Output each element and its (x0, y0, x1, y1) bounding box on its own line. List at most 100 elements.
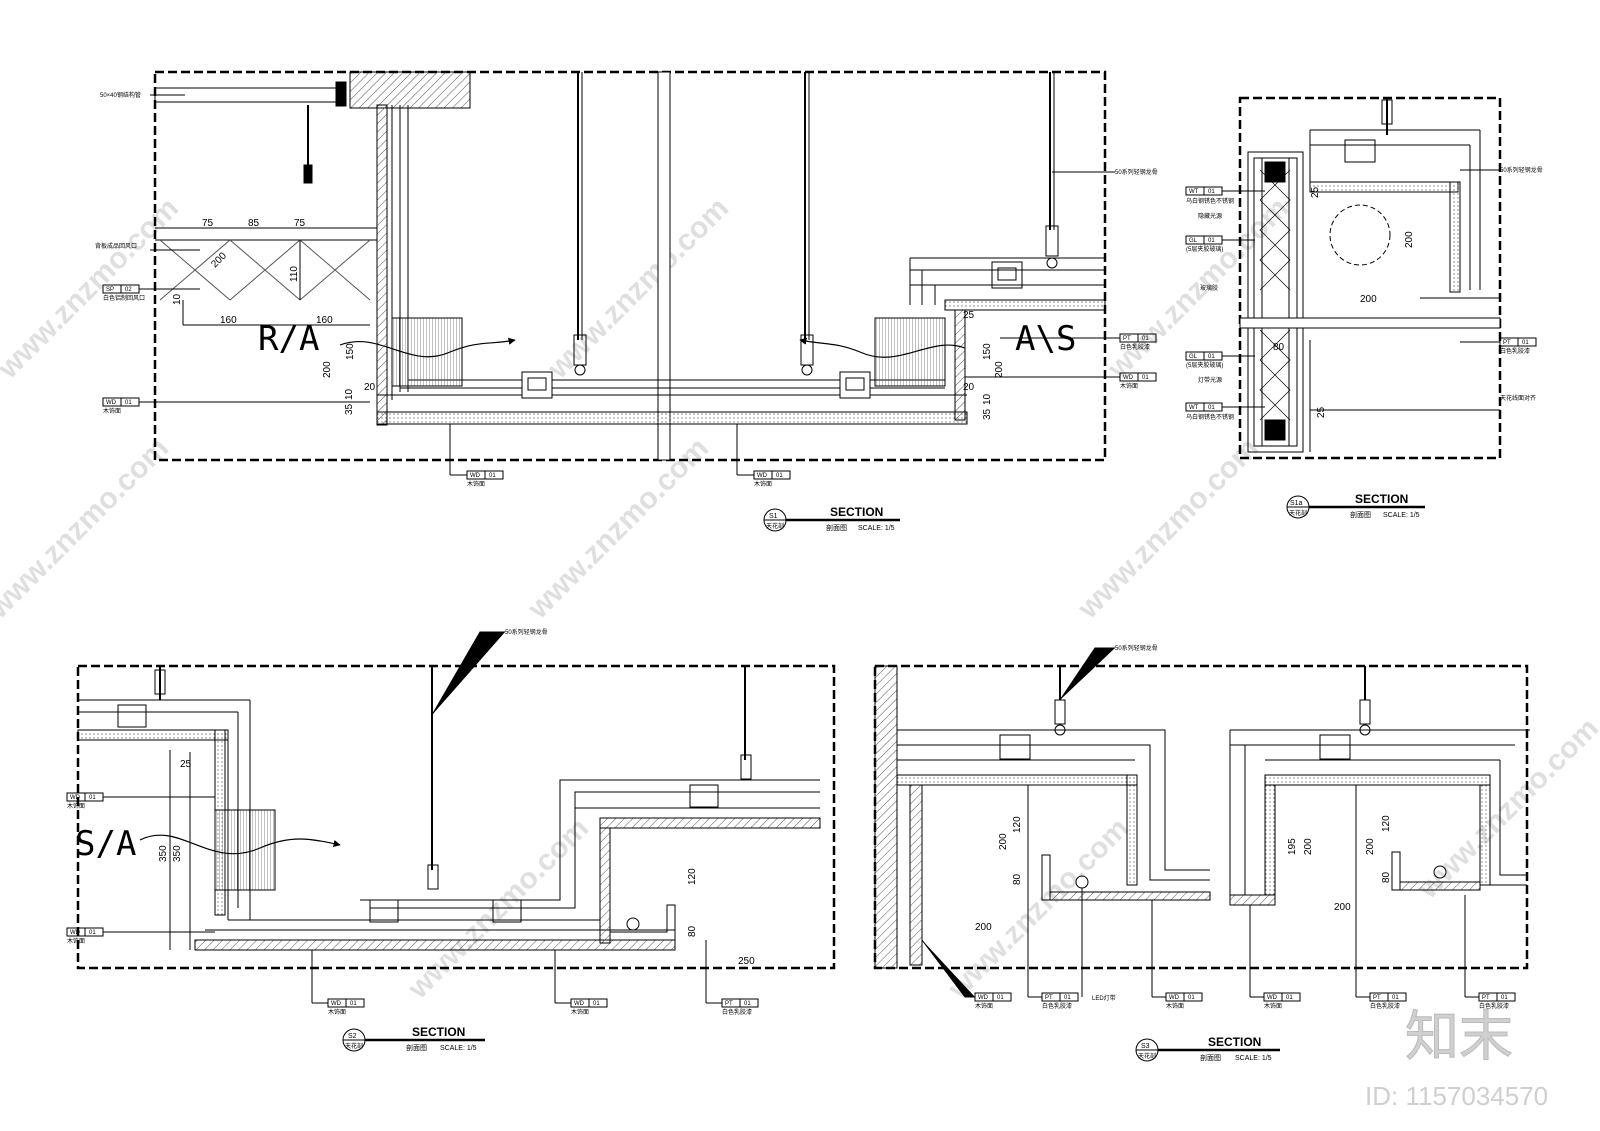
s1a-dim-200h: 200 (1360, 294, 1377, 305)
svg-text:01: 01 (1064, 995, 1071, 1001)
svg-text:01: 01 (89, 930, 96, 936)
svg-text:木饰面: 木饰面 (103, 407, 121, 415)
s3-text: 120 200 80 200 195 200 200 120 80 200 (975, 815, 1392, 933)
s2-callout-hanger: 50系列轻钢龙骨 (505, 628, 548, 636)
s1-dim-110: 110 (289, 266, 300, 282)
s3-border (873, 664, 1529, 970)
s1-border (153, 70, 1107, 462)
s3-heading: SECTION (1208, 1035, 1261, 1049)
s3-callout-hanger: 50系列轻钢龙骨 (1115, 644, 1158, 652)
svg-text:01: 01 (593, 1001, 600, 1007)
s2-dim-350b: 350 (172, 845, 183, 862)
svg-text:01: 01 (1522, 340, 1529, 346)
svg-text:01: 01 (489, 473, 496, 479)
section-s3 (873, 664, 1530, 970)
s3-subtitle: 剖面图 (1200, 1053, 1221, 1062)
s1a-tag-gl2: GL 01 (5层夹胶玻璃) (1185, 351, 1223, 369)
s1-grille-right (874, 317, 946, 387)
s1a-callout-hanger: 50系列轻钢龙骨 (1500, 166, 1543, 174)
svg-text:WT: WT (1189, 189, 1199, 195)
s1-dim-150: 150 (345, 343, 356, 360)
s1-callouts: 50×40钢结构管 背板成品回风口 SP 02 白色铝制回风口 WD 01 木饰… (95, 91, 1158, 488)
svg-text:白色铝制回风口: 白色铝制回风口 (103, 294, 145, 302)
s1-dim-20r: 20 (963, 382, 975, 393)
s3-dim-80b: 80 (1381, 871, 1392, 883)
svg-text:PT: PT (725, 1001, 733, 1007)
s1-dim-160a: 160 (220, 315, 237, 326)
svg-text:(5层夹胶玻璃): (5层夹胶玻璃) (1186, 245, 1223, 253)
s1-dim-10: 10 (172, 293, 183, 305)
s1-airflow-left: R/A (258, 319, 319, 359)
watermark-site: www.znzmo.com (541, 192, 735, 386)
s2-tag-wd3: WD 01 木饰面 (327, 998, 365, 1016)
s3-scale: SCALE: 1/5 (1235, 1055, 1272, 1062)
s2-tag-wd2: WD 01 木饰面 (66, 927, 104, 945)
svg-text:01: 01 (1392, 995, 1399, 1001)
svg-text:01: 01 (1208, 238, 1215, 244)
section-s1 (153, 70, 1107, 462)
s3-tag-wd2: WD 01 木饰面 (1165, 992, 1203, 1010)
watermark-site: www.znzmo.com (0, 432, 175, 626)
s1-dim-35l: 35 (344, 403, 355, 415)
svg-text:木饰面: 木饰面 (67, 802, 85, 810)
s2-heading: SECTION (412, 1025, 465, 1039)
svg-text:白色乳胶漆: 白色乳胶漆 (722, 1008, 752, 1016)
s1a-tag-gl1: GL 01 (5层夹胶玻璃) (1185, 235, 1223, 253)
svg-text:01: 01 (997, 995, 1004, 1001)
s1-dim-10l: 10 (344, 388, 355, 400)
svg-text:PT: PT (1482, 995, 1490, 1001)
svg-text:01: 01 (1142, 375, 1149, 381)
s1a-dim-80: 80 (1273, 342, 1285, 353)
s3-dim-120a: 120 (1012, 816, 1023, 833)
s3-dim-80a: 80 (1012, 873, 1023, 885)
s1-dim-200: 200 (209, 250, 229, 270)
s3-dim-195: 195 (1287, 838, 1298, 855)
s2-tag-pt: PT 01 白色乳胶漆 (721, 998, 759, 1016)
s3-bubble-bottom: 天花剖 (1138, 1052, 1156, 1060)
s1-slab (349, 71, 471, 109)
s2-tag-wd1: WD 01 木饰面 (66, 792, 104, 810)
svg-text:白色乳胶漆: 白色乳胶漆 (1042, 1002, 1072, 1010)
s1-heading: SECTION (830, 505, 883, 519)
watermark-site: www.znzmo.com (1411, 712, 1600, 906)
svg-text:02: 02 (125, 287, 132, 293)
svg-text:木饰面: 木饰面 (1264, 1002, 1282, 1010)
s3-dim-120b: 120 (1381, 815, 1392, 832)
s1a-tag-pt: PT 01 白色乳胶漆 (1499, 337, 1537, 355)
s2-tag-wd4: WD 01 木饰面 (570, 998, 608, 1016)
s2-text: S/A 25 350 350 120 80 250 (75, 759, 755, 967)
svg-text:WD: WD (470, 473, 481, 479)
svg-text:01: 01 (1188, 995, 1195, 1001)
s1a-callout-ceiling-line: 天花线面对齐 (1500, 394, 1536, 402)
s3-dim-200b: 200 (975, 922, 992, 933)
s3-dim-200e: 200 (1334, 902, 1351, 913)
svg-text:木饰面: 木饰面 (67, 937, 85, 945)
svg-text:WD: WD (70, 795, 81, 801)
s1-dim-25r: 25 (963, 310, 975, 321)
svg-text:01: 01 (776, 473, 783, 479)
s3-tag-pt1: PT 01 白色乳胶漆 (1041, 992, 1079, 1010)
svg-text:GL: GL (1189, 354, 1198, 360)
s1a-dim-200v: 200 (1404, 231, 1415, 248)
s1a-callouts: WT 01 乌白钢锈色不锈钢 隐藏光源 GL 01 (5层夹胶玻璃) 玻璃胶 G… (1185, 166, 1543, 421)
section-s2 (76, 664, 836, 970)
s1-bubble-top: S1 (769, 513, 778, 520)
s2-title-block: S2 天花剖 SECTION 剖面图 SCALE: 1/5 (342, 1025, 485, 1052)
s3-dim-200d: 200 (1365, 838, 1376, 855)
s1-dim-85: 85 (248, 218, 260, 229)
svg-text:木饰面: 木饰面 (328, 1008, 346, 1016)
brand-logo: 知末 ID: 1157034570 (1365, 1007, 1548, 1112)
s1a-callout-light: 灯带光源 (1198, 376, 1222, 384)
s1-left-wall (376, 104, 388, 426)
svg-text:WD: WD (574, 1001, 585, 1007)
svg-text:GL: GL (1189, 238, 1198, 244)
s3-title-block: S3 天花剖 SECTION 剖面图 SCALE: 1/5 (1135, 1035, 1280, 1062)
svg-text:01: 01 (125, 400, 132, 406)
svg-text:01: 01 (1208, 189, 1215, 195)
section-s1a (1238, 96, 1502, 460)
svg-text:01: 01 (744, 1001, 751, 1007)
s2-dim-25: 25 (180, 759, 192, 770)
svg-text:白色乳胶漆: 白色乳胶漆 (1370, 1002, 1400, 1010)
s3-tag-pt2: PT 01 白色乳胶漆 (1369, 992, 1407, 1010)
